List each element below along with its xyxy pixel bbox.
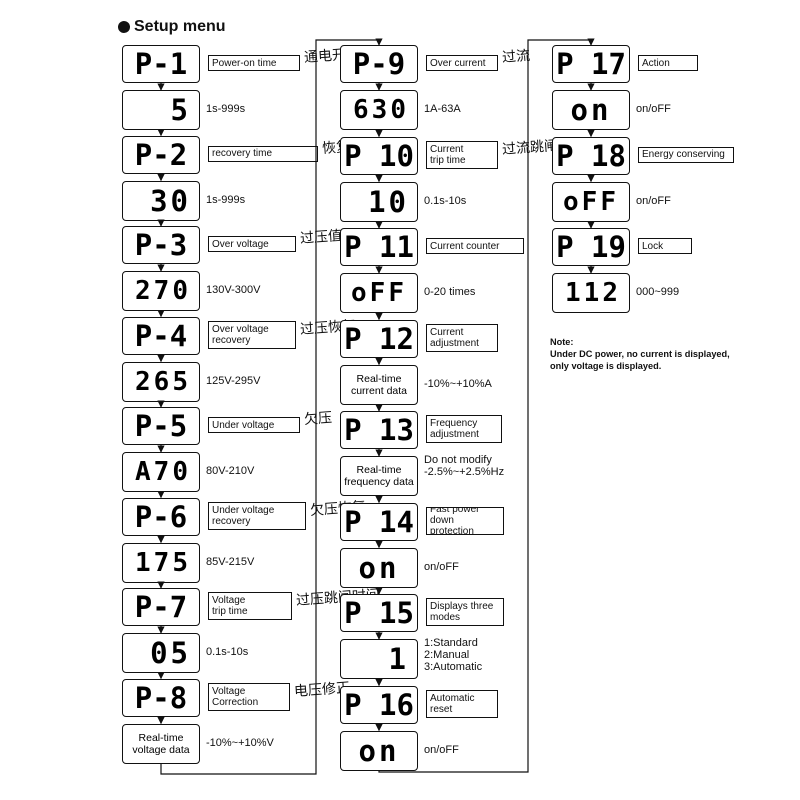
setup-menu-title: Setup menu [118, 18, 226, 36]
param-code-display: P 11 [340, 228, 418, 266]
param-value-display[interactable]: oFF [340, 273, 418, 313]
param-code-display: P-5 [122, 407, 200, 445]
param-label: recovery time [208, 145, 318, 162]
param-code-display: P-7 [122, 588, 200, 626]
param-label: Under voltage [208, 417, 300, 433]
param-label: Current adjustment [426, 323, 498, 352]
flow-connector-col1-col2 [160, 38, 383, 775]
param-range: 1s-999s [206, 193, 246, 206]
param-code-display: P 10 [340, 136, 418, 175]
param-value-display[interactable]: oFF [552, 181, 630, 222]
param-range: 85V-215V [206, 555, 255, 568]
param-label: Displays three modes [426, 598, 504, 626]
param-code-display: P 12 [340, 319, 418, 358]
param-value-display[interactable]: 112 [552, 273, 630, 313]
param-value-display[interactable]: on [552, 90, 630, 130]
param-code-display: P 15 [340, 594, 418, 632]
bullet-icon [118, 21, 130, 33]
param-value-display[interactable]: Real-time current data [340, 364, 418, 405]
param-code-display: P-6 [122, 497, 200, 536]
param-code-display: P 17 [552, 45, 630, 83]
param-value-display[interactable]: 270 [122, 271, 200, 311]
title-text: Setup menu [134, 18, 226, 35]
param-range: Do not modify -2.5%~+2.5%Hz [424, 454, 505, 478]
param-range: on/oFF [636, 194, 671, 207]
param-value-display[interactable]: 05 [122, 633, 200, 673]
param-label: Lock [638, 238, 692, 254]
param-label: Under voltage recovery [208, 501, 306, 530]
param-range: 000~999 [636, 286, 680, 298]
param-range: 1:Standard 2:Manual 3:Automatic [424, 637, 483, 673]
param-range: on/oFF [424, 560, 459, 573]
param-label: Automatic reset [426, 689, 498, 718]
param-code-display: P-9 [340, 45, 418, 83]
param-value-display[interactable]: Real-time frequency data [340, 456, 418, 496]
param-value-display[interactable]: 175 [122, 542, 200, 583]
param-label: Over current [426, 55, 498, 71]
param-range: 1A-63A [424, 103, 461, 115]
param-value-display[interactable]: Real-time voltage data [122, 723, 200, 764]
param-code-display: P-2 [122, 135, 200, 174]
param-label: Fast power down protection [426, 506, 504, 535]
param-label: Power-on time [208, 55, 300, 71]
param-label: Current trip time [426, 140, 498, 169]
param-range: -10%~+10%A [424, 377, 492, 390]
param-label: Energy conserving [638, 146, 734, 163]
param-value-display[interactable]: on [340, 730, 418, 771]
param-label: Voltage Correction [208, 682, 290, 711]
param-range: -10%~+10%V [206, 736, 274, 749]
param-range: 0.1s-10s [206, 646, 249, 658]
param-value-display[interactable]: 30 [122, 180, 200, 221]
param-range: 80V-210V [206, 465, 255, 477]
param-label: Action [638, 55, 698, 71]
param-range: on/oFF [636, 103, 671, 115]
param-code-display: P 19 [552, 228, 630, 266]
param-value-display[interactable]: on [340, 547, 418, 588]
param-range: on/oFF [424, 743, 459, 756]
param-label: Over voltage [208, 236, 296, 252]
param-label: Frequency adjustment [426, 415, 502, 443]
param-range: 130V-300V [206, 284, 261, 296]
param-code-display: P-3 [122, 226, 200, 264]
param-range: 1s-999s [206, 103, 246, 115]
param-range: 0.1s-10s [424, 194, 467, 207]
param-code-display: P-1 [122, 45, 200, 83]
param-code-display: P-8 [122, 678, 200, 717]
param-value-display[interactable]: 10 [340, 181, 418, 222]
param-code-display: P 13 [340, 411, 418, 449]
param-label: Voltage trip time [208, 592, 292, 620]
param-range: 0-20 times [424, 286, 476, 298]
param-label: Over voltage recovery [208, 320, 296, 349]
param-range: 125V-295V [206, 374, 261, 387]
param-value-display[interactable]: 630 [340, 90, 418, 130]
flow-connector-col2-col3 [378, 38, 595, 773]
param-label: Current counter [426, 238, 524, 254]
param-code-display: P 16 [340, 685, 418, 724]
param-code-display: P 14 [340, 502, 418, 541]
param-code-display: P-4 [122, 316, 200, 355]
dc-power-note: Note: Under DC power, no current is disp… [550, 337, 730, 371]
